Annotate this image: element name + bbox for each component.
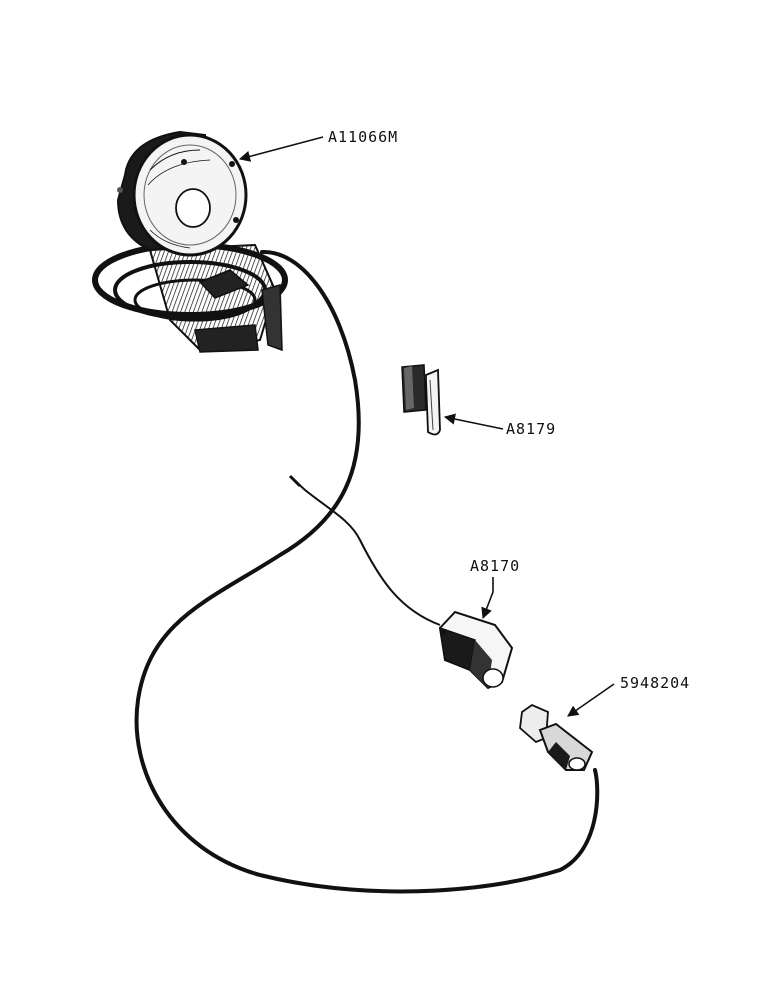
label-connector: A8170 xyxy=(470,557,520,620)
label-clip: A8179 xyxy=(443,413,556,438)
label-fitting: 5948204 xyxy=(567,674,690,717)
fitting xyxy=(519,703,594,771)
clip xyxy=(401,364,441,436)
label-motor: A11066M xyxy=(238,128,398,162)
part-number-A11066M: A11066M xyxy=(328,128,398,146)
connector xyxy=(438,610,514,690)
main-cable xyxy=(134,249,600,894)
part-number-5948204: 5948204 xyxy=(620,674,690,692)
part-number-A8179: A8179 xyxy=(506,420,556,438)
motor-assembly xyxy=(92,130,288,353)
part-number-A8170: A8170 xyxy=(470,557,520,575)
lead-wire xyxy=(291,477,441,626)
